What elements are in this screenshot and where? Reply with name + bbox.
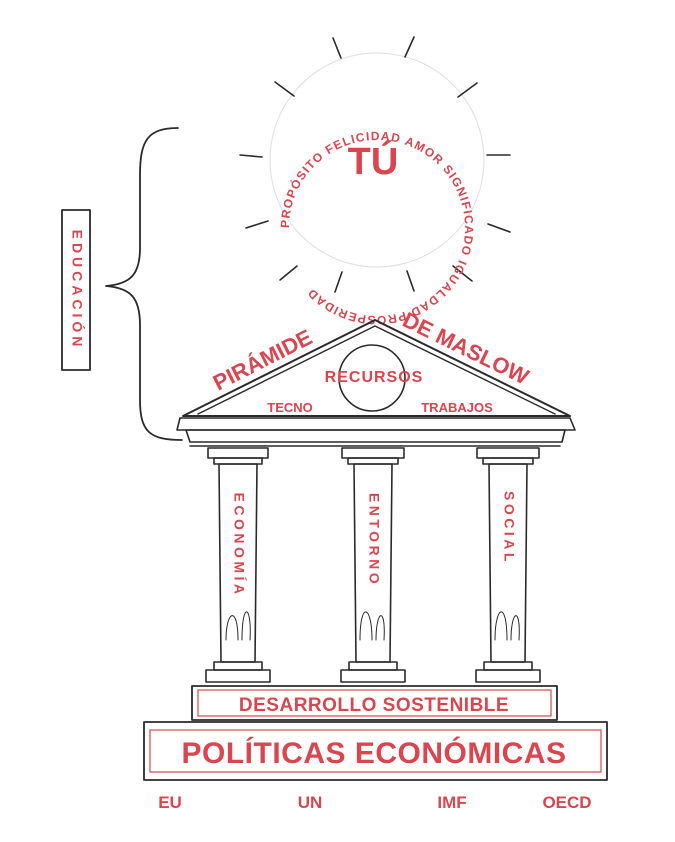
institution-un: UN [298, 793, 323, 812]
pillar-environment: ENTORNO [340, 447, 406, 683]
institutions: EU UN IMF OECD [158, 793, 591, 812]
curly-brace [105, 127, 183, 441]
pillar-social-label: SOCIAL [501, 491, 517, 565]
sun-center-label: TÚ [348, 139, 399, 183]
sun: PROPÓSITO FELICIDAD AMOR SIGNIFICADO IGU… [239, 36, 511, 327]
pillar-environment-label: ENTORNO [366, 493, 382, 587]
base-lower-label: POLÍTICAS ECONÓMICAS [181, 736, 566, 770]
base-upper-step: DESARROLLO SOSTENIBLE [191, 685, 558, 721]
pillar-economy-label: ECONOMÍA [231, 493, 247, 598]
entablature [176, 417, 576, 447]
roof-center-label: RECURSOS [325, 369, 424, 386]
roof-left-title: PIRÁMIDE [209, 324, 316, 395]
roof-bottom-right-label: TRABAJOS [421, 400, 493, 415]
education-label: EDUCACIÓN [69, 230, 86, 351]
education-box: EDUCACIÓN [61, 209, 91, 371]
education-frame [61, 209, 91, 371]
pillar-economy: ECONOMÍA [205, 447, 271, 683]
sun-halo [269, 52, 485, 268]
sun-rays [239, 36, 511, 293]
institution-eu: EU [158, 793, 182, 812]
pediment-oculus [338, 344, 406, 412]
institution-oecd: OECD [542, 793, 591, 812]
base-lower-step: POLÍTICAS ECONÓMICAS [143, 721, 608, 781]
roof-bottom-left-label: TECNO [267, 400, 313, 415]
pillar-social: SOCIAL [475, 447, 541, 683]
institution-imf: IMF [437, 793, 466, 812]
base-upper-label: DESARROLLO SOSTENIBLE [239, 695, 509, 716]
